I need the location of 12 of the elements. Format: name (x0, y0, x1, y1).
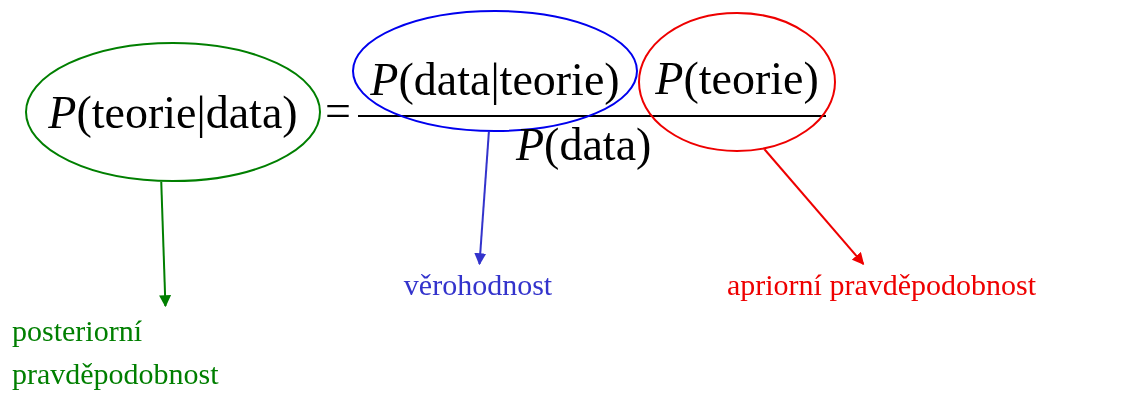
term-label: apriorní pravděpodobnost (726, 268, 1037, 302)
probability-term: P(data) (516, 118, 652, 171)
probability-term: P(teorie|data) (48, 85, 298, 139)
term-label: věrohodnost (403, 268, 553, 302)
term-label: posteriorní pravděpodobnost (12, 312, 220, 392)
arrow (763, 148, 865, 265)
equals-sign: = (325, 84, 351, 137)
highlight-ellipse (25, 42, 321, 182)
arrow (474, 130, 490, 266)
probability-term: P(data|teorie) (370, 52, 620, 106)
probability-term: P(teorie) (655, 51, 819, 105)
arrow (159, 180, 172, 308)
